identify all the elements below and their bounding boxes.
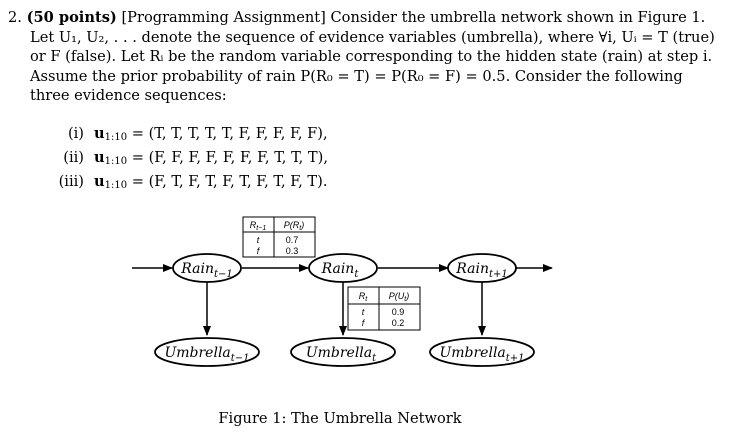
figure-caption: Figure 1: The Umbrella Network xyxy=(218,410,462,427)
sequence-label: (i) xyxy=(67,125,84,142)
svg-text:Rt: Rt xyxy=(359,291,369,303)
transition-prob-t: 0.7 xyxy=(286,235,299,245)
umbrella-next-node xyxy=(429,337,535,367)
sensor-header-left-sub: t xyxy=(365,296,368,303)
rain-cur-node xyxy=(308,253,378,283)
svg-text:P(Rt): P(Rt) xyxy=(284,220,304,232)
umbrella-cur-node xyxy=(290,337,396,367)
problem-text-5: three evidence sequences: xyxy=(30,87,227,104)
sequence-value: = (F, F, F, F, F, F, F, T, T, T), xyxy=(131,149,329,166)
transition-header-right: P(R xyxy=(284,220,300,230)
umbrella-next-label: Umbrella xyxy=(439,345,505,361)
transition-header-left: R xyxy=(250,220,257,230)
sensor-header-left: R xyxy=(359,291,366,301)
svg-text:Umbrellat: Umbrellat xyxy=(306,345,377,364)
sensor-header-right-sub: t xyxy=(404,296,407,303)
rain-next-label: Rain xyxy=(455,261,489,277)
svg-text:Umbrellat−1: Umbrellat−1 xyxy=(164,345,249,364)
problem-number: 2. xyxy=(8,9,22,26)
rain-prev-label: Rain xyxy=(180,261,214,277)
svg-text:Rt−1: Rt−1 xyxy=(250,220,267,232)
sequence-var: u xyxy=(94,149,105,166)
sensor-header-right-end: ) xyxy=(405,291,409,301)
problem-text-4: Assume the prior probability of rain P(R… xyxy=(30,67,683,85)
sequence-sub: 1:10 xyxy=(104,132,128,143)
problem-text-1: Consider the umbrella network shown in F… xyxy=(330,9,706,26)
umbrella-network-diagram: Raint−1 Raint Raint+1 Umbrellat−1 Umbrel… xyxy=(132,216,553,367)
transition-header-right-sub: t xyxy=(299,225,302,232)
umbrella-next-sub: t+1 xyxy=(506,353,525,364)
sensor-state-t: t xyxy=(362,307,365,317)
sensor-state-f: f xyxy=(362,318,366,328)
transition-state-t: t xyxy=(257,235,260,245)
sequence-row: (ii) u1:10 = (F, F, F, F, F, F, F, T, T, … xyxy=(36,148,328,172)
problem-line-1: 2. (50 points) [Programming Assignment] … xyxy=(8,8,748,28)
sensor-table: Rt P(Ut) t 0.9 f 0.2 xyxy=(347,286,421,331)
svg-text:Umbrellat+1: Umbrellat+1 xyxy=(439,345,524,364)
sequence-sub: 1:10 xyxy=(104,156,128,167)
problem-text-2: Let U₁, U₂, . . . denote the sequence of… xyxy=(30,28,715,46)
sensor-header-right: P(U xyxy=(389,291,405,301)
umbrella-prev-label: Umbrella xyxy=(164,345,230,361)
evidence-sequences: (i)u1:10 = (T, T, T, T, T, F, F, F, F, F… xyxy=(36,124,328,196)
umbrella-cur-sub: t xyxy=(372,353,377,364)
rain-cur-label: Rain xyxy=(321,261,355,277)
transition-table: Rt−1 P(Rt) t 0.7 f 0.3 xyxy=(242,216,316,258)
svg-text:P(Ut): P(Ut) xyxy=(389,291,409,303)
sequence-var: u xyxy=(94,173,105,190)
rain-prev-sub: t−1 xyxy=(214,269,233,280)
problem-points: (50 points) xyxy=(26,9,117,26)
sequence-label: (ii) xyxy=(63,149,84,166)
transition-header-left-sub: t−1 xyxy=(256,225,266,232)
rain-cur-sub: t xyxy=(354,269,359,280)
umbrella-cur-label: Umbrella xyxy=(306,345,372,361)
sequence-row: (i) u1:10 = (T, T, T, T, T, F, F, F, F, F… xyxy=(36,124,328,148)
rain-next-node xyxy=(447,253,517,283)
transition-state-f: f xyxy=(257,246,261,256)
sequence-sub: 1:10 xyxy=(104,180,128,191)
sequence-var: u xyxy=(94,125,105,142)
svg-text:Raint−1: Raint−1 xyxy=(180,261,232,280)
sensor-prob-t: 0.9 xyxy=(392,307,405,317)
sequence-value: = (F, T, F, T, F, T, F, T, F, T). xyxy=(131,173,328,190)
svg-text:Raint: Raint xyxy=(321,261,360,280)
sensor-prob-f: 0.2 xyxy=(392,318,405,328)
rain-prev-node xyxy=(172,253,242,283)
umbrella-prev-node xyxy=(154,337,260,367)
umbrella-prev-sub: t−1 xyxy=(231,353,250,364)
svg-text:Raint+1: Raint+1 xyxy=(455,261,507,280)
problem-tag: [Programming Assignment] xyxy=(121,9,326,26)
sequence-row: (iii) u1:10 = (F, T, F, T, F, T, F, T, F,… xyxy=(36,172,328,196)
problem-statement: 2. (50 points) [Programming Assignment] … xyxy=(8,8,748,106)
sequence-value: = (T, T, T, T, T, F, F, F, F, F), xyxy=(131,125,328,142)
transition-header-right-end: ) xyxy=(300,220,304,230)
rain-next-sub: t+1 xyxy=(489,269,508,280)
problem-text-3: or F (false). Let Rᵢ be the random varia… xyxy=(30,48,713,65)
transition-prob-f: 0.3 xyxy=(286,246,299,256)
sequence-label: (iii) xyxy=(58,173,84,190)
